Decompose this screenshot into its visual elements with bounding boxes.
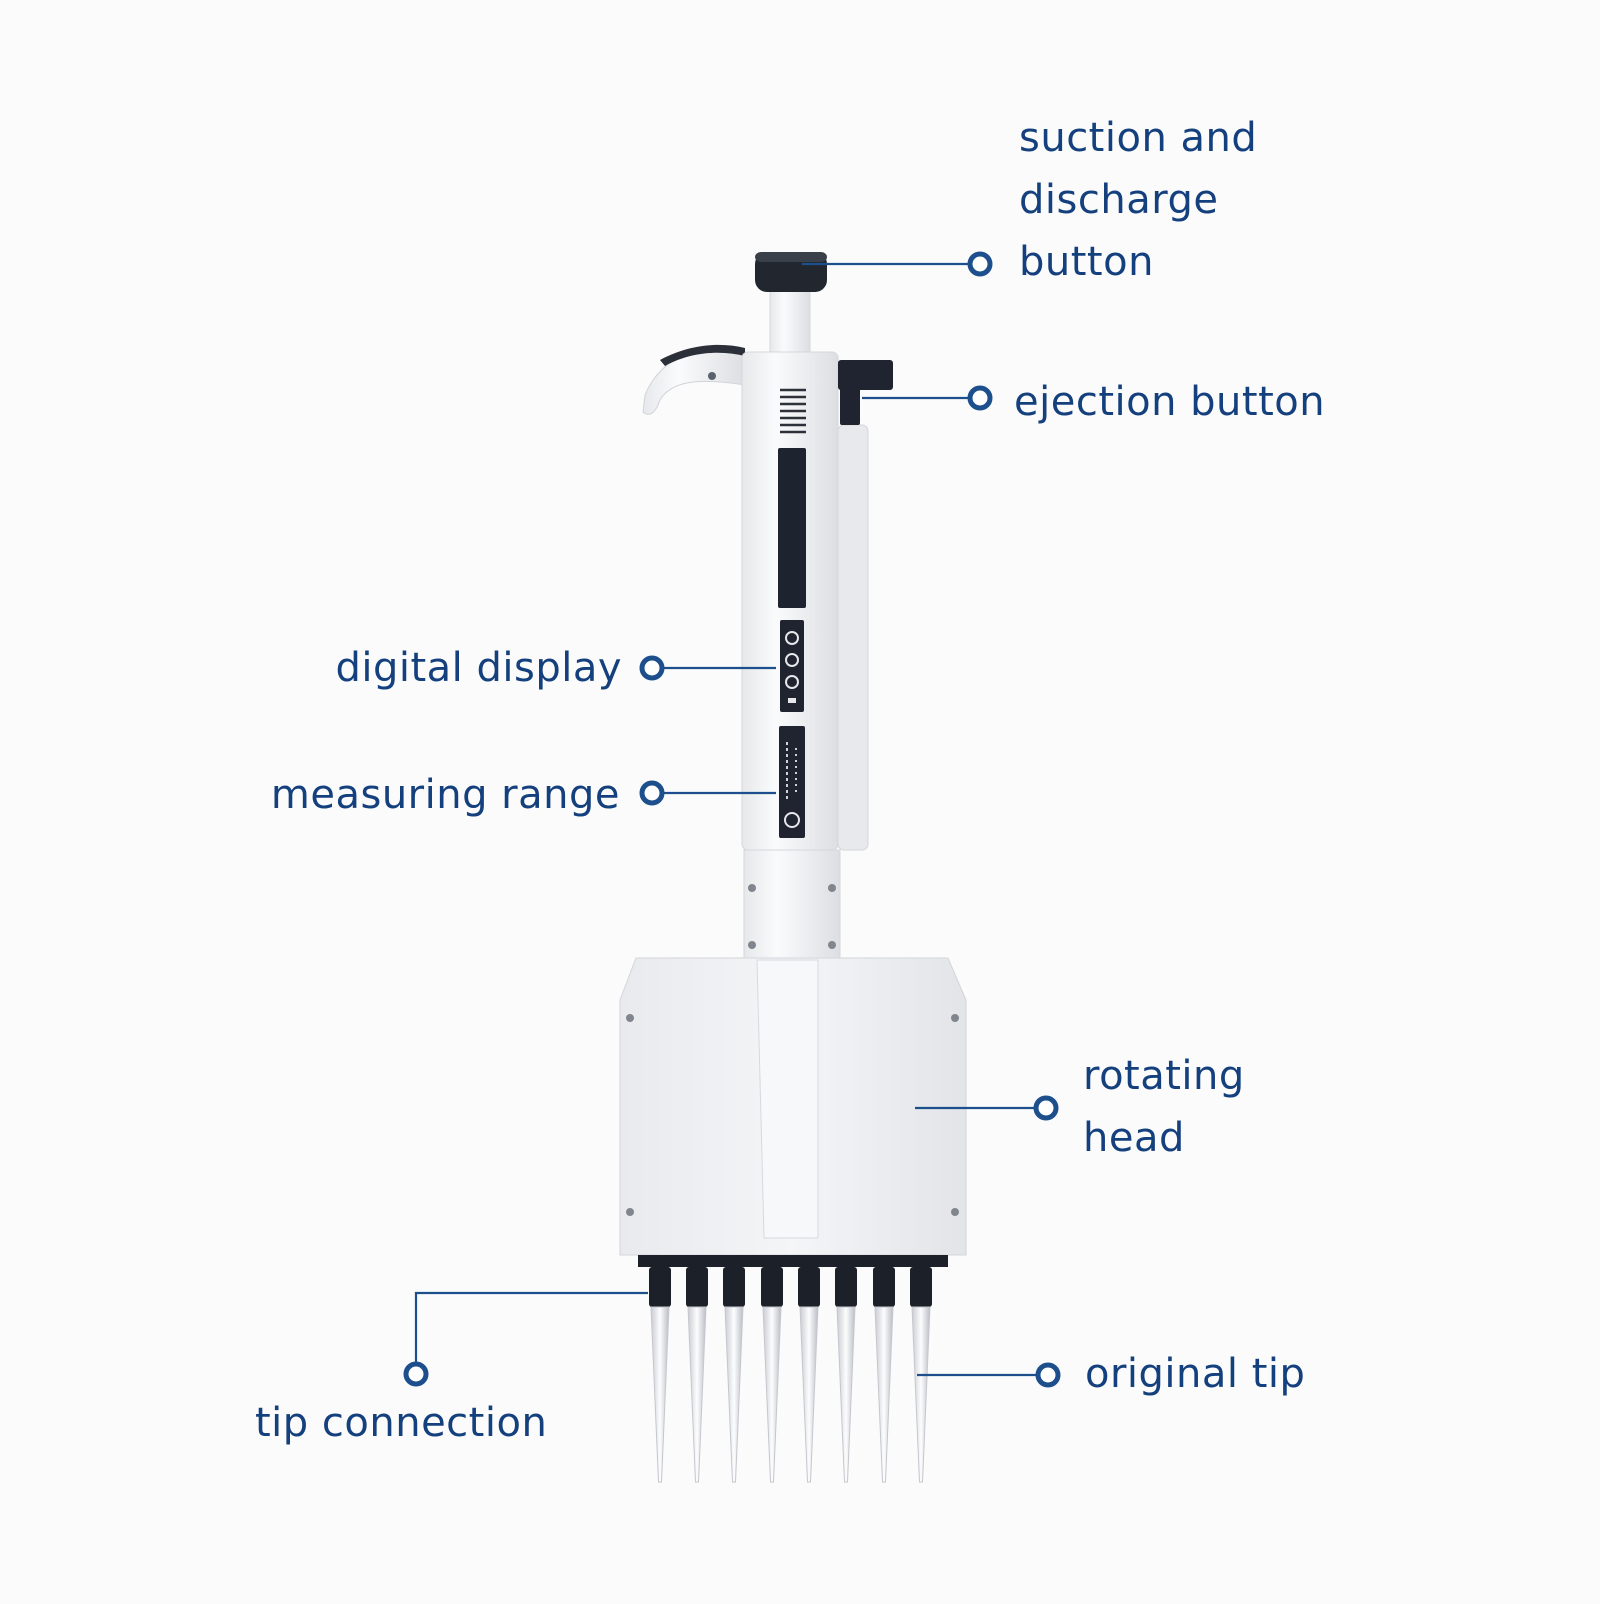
measuring-range-plate bbox=[779, 726, 805, 838]
leader-original-ring-icon bbox=[1035, 1362, 1061, 1388]
label-suction-and-discharge-button: suction and discharge button bbox=[1019, 107, 1257, 293]
label-rotating-line-1: rotating bbox=[1083, 1053, 1245, 1099]
pipette-tip-5 bbox=[799, 1306, 819, 1483]
label-tip-connection: tip connection bbox=[255, 1400, 548, 1446]
callout-leaders bbox=[403, 251, 1061, 1388]
leader-tip-connection bbox=[414, 1291, 648, 1374]
ejection-button bbox=[838, 360, 893, 425]
pipette-tip-7 bbox=[874, 1306, 894, 1483]
grip-ridges bbox=[780, 388, 806, 434]
digital-display-panel bbox=[780, 620, 804, 712]
tip-array bbox=[649, 1267, 932, 1483]
leader-display-ring-icon bbox=[639, 655, 665, 681]
label-suction-line-3: button bbox=[1019, 239, 1154, 285]
tip-connection-1 bbox=[649, 1267, 671, 1307]
label-rotating-line-2: head bbox=[1083, 1115, 1185, 1161]
pipette-tip-4 bbox=[762, 1306, 782, 1483]
pipette-tip-2 bbox=[687, 1306, 707, 1483]
label-ejection-button: ejection button bbox=[1014, 379, 1326, 425]
neck-connector bbox=[743, 849, 841, 961]
label-suction-line-1: suction and bbox=[1019, 115, 1258, 161]
leader-ejection-ring-icon bbox=[967, 385, 993, 411]
leader-range-ring-icon bbox=[639, 780, 665, 806]
tip-connection-4 bbox=[761, 1267, 783, 1307]
label-original-tip: original tip bbox=[1085, 1351, 1306, 1397]
tip-connection-5 bbox=[798, 1267, 820, 1307]
pipette-tip-1 bbox=[650, 1306, 670, 1483]
label-digital-display: digital display bbox=[335, 645, 622, 691]
label-measuring-range: measuring range bbox=[270, 772, 620, 818]
leader-tip-connection-ring-icon bbox=[403, 1361, 429, 1387]
label-suction-line-2: discharge bbox=[1019, 177, 1219, 223]
rotating-head bbox=[619, 957, 967, 1267]
tip-connection-7 bbox=[873, 1267, 895, 1307]
leader-rotating-ring-icon bbox=[1033, 1095, 1059, 1121]
tip-connection-2 bbox=[686, 1267, 708, 1307]
label-rotating-head: rotating head bbox=[1083, 1045, 1245, 1169]
leader-suction-ring-icon bbox=[967, 251, 993, 277]
pipette-tip-6 bbox=[836, 1306, 856, 1483]
suction-discharge-button bbox=[755, 252, 827, 363]
tip-connection-3 bbox=[723, 1267, 745, 1307]
finger-hook bbox=[642, 344, 746, 415]
handle-body bbox=[741, 351, 869, 851]
pipette-tip-8 bbox=[911, 1306, 931, 1483]
pipette-tip-3 bbox=[724, 1306, 744, 1483]
tip-connection-6 bbox=[835, 1267, 857, 1307]
tip-connection-8 bbox=[910, 1267, 932, 1307]
